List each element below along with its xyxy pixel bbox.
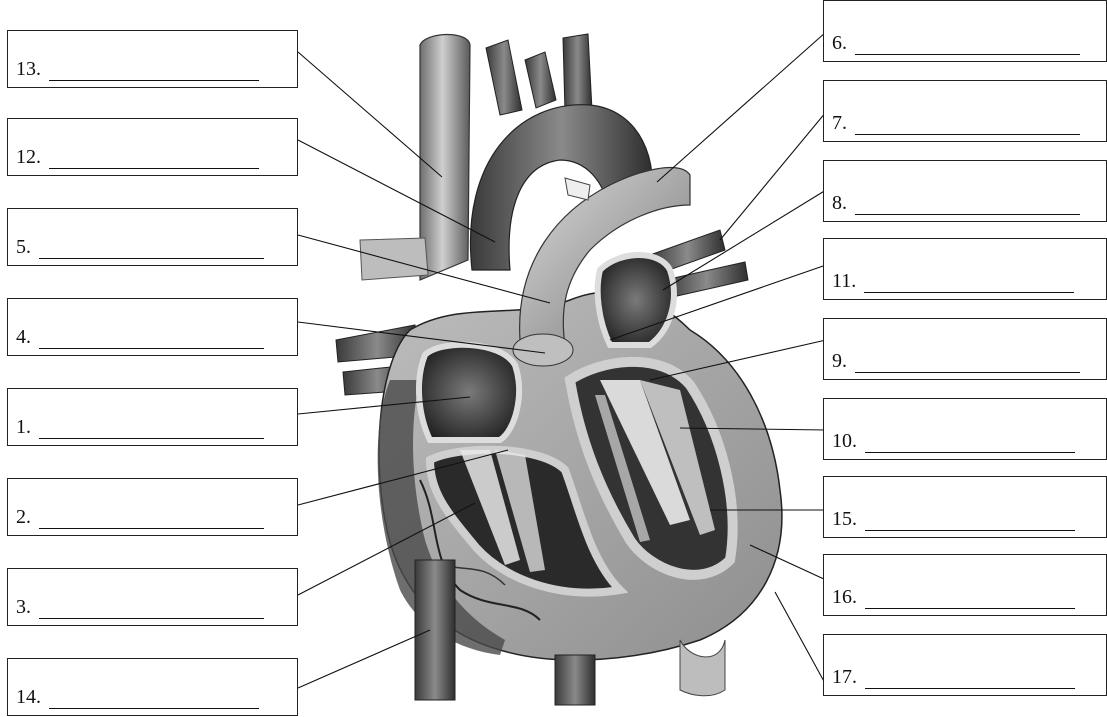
superior-vena-cava [420, 34, 470, 280]
label-box-4[interactable]: 4. [7, 298, 298, 356]
label-box-3[interactable]: 3. [7, 568, 298, 626]
label-number: 13. [16, 58, 41, 81]
label-box-12[interactable]: 12. [7, 118, 298, 176]
answer-blank[interactable] [39, 254, 264, 259]
answer-blank[interactable] [39, 434, 264, 439]
answer-blank[interactable] [865, 448, 1075, 453]
label-number: 3. [16, 596, 31, 619]
answer-blank[interactable] [855, 368, 1080, 373]
answer-blank[interactable] [49, 76, 259, 81]
label-box-13[interactable]: 13. [7, 30, 298, 88]
answer-blank[interactable] [39, 344, 264, 349]
label-box-2[interactable]: 2. [7, 478, 298, 536]
label-box-16[interactable]: 16. [823, 554, 1107, 616]
label-number: 2. [16, 506, 31, 529]
answer-blank[interactable] [39, 524, 264, 529]
label-number: 11. [832, 270, 856, 293]
label-box-14[interactable]: 14. [7, 658, 298, 716]
label-number: 5. [16, 236, 31, 259]
label-box-17[interactable]: 17. [823, 634, 1107, 696]
aortic-branches [486, 34, 592, 115]
label-box-15[interactable]: 15. [823, 476, 1107, 538]
right-atrium [419, 345, 519, 440]
answer-blank[interactable] [49, 704, 259, 709]
label-box-8[interactable]: 8. [823, 160, 1107, 222]
label-number: 8. [832, 192, 847, 215]
label-number: 4. [16, 326, 31, 349]
answer-blank[interactable] [49, 164, 259, 169]
label-number: 14. [16, 686, 41, 709]
label-number: 17. [832, 666, 857, 689]
label-number: 1. [16, 416, 31, 439]
label-box-7[interactable]: 7. [823, 80, 1107, 142]
answer-blank[interactable] [39, 614, 264, 619]
label-box-9[interactable]: 9. [823, 318, 1107, 380]
label-number: 12. [16, 146, 41, 169]
label-box-5[interactable]: 5. [7, 208, 298, 266]
label-box-1[interactable]: 1. [7, 388, 298, 446]
answer-blank[interactable] [864, 288, 1074, 293]
label-box-10[interactable]: 10. [823, 398, 1107, 460]
label-number: 6. [832, 32, 847, 55]
label-box-11[interactable]: 11. [823, 238, 1107, 300]
label-number: 7. [832, 112, 847, 135]
label-box-6[interactable]: 6. [823, 0, 1107, 62]
answer-blank[interactable] [865, 526, 1075, 531]
answer-blank[interactable] [855, 130, 1080, 135]
inferior-vena-cava [415, 560, 455, 700]
label-number: 15. [832, 508, 857, 531]
answer-blank[interactable] [855, 210, 1080, 215]
label-number: 16. [832, 586, 857, 609]
answer-blank[interactable] [865, 604, 1075, 609]
label-number: 10. [832, 430, 857, 453]
answer-blank[interactable] [855, 50, 1080, 55]
label-number: 9. [832, 350, 847, 373]
answer-blank[interactable] [865, 684, 1075, 689]
